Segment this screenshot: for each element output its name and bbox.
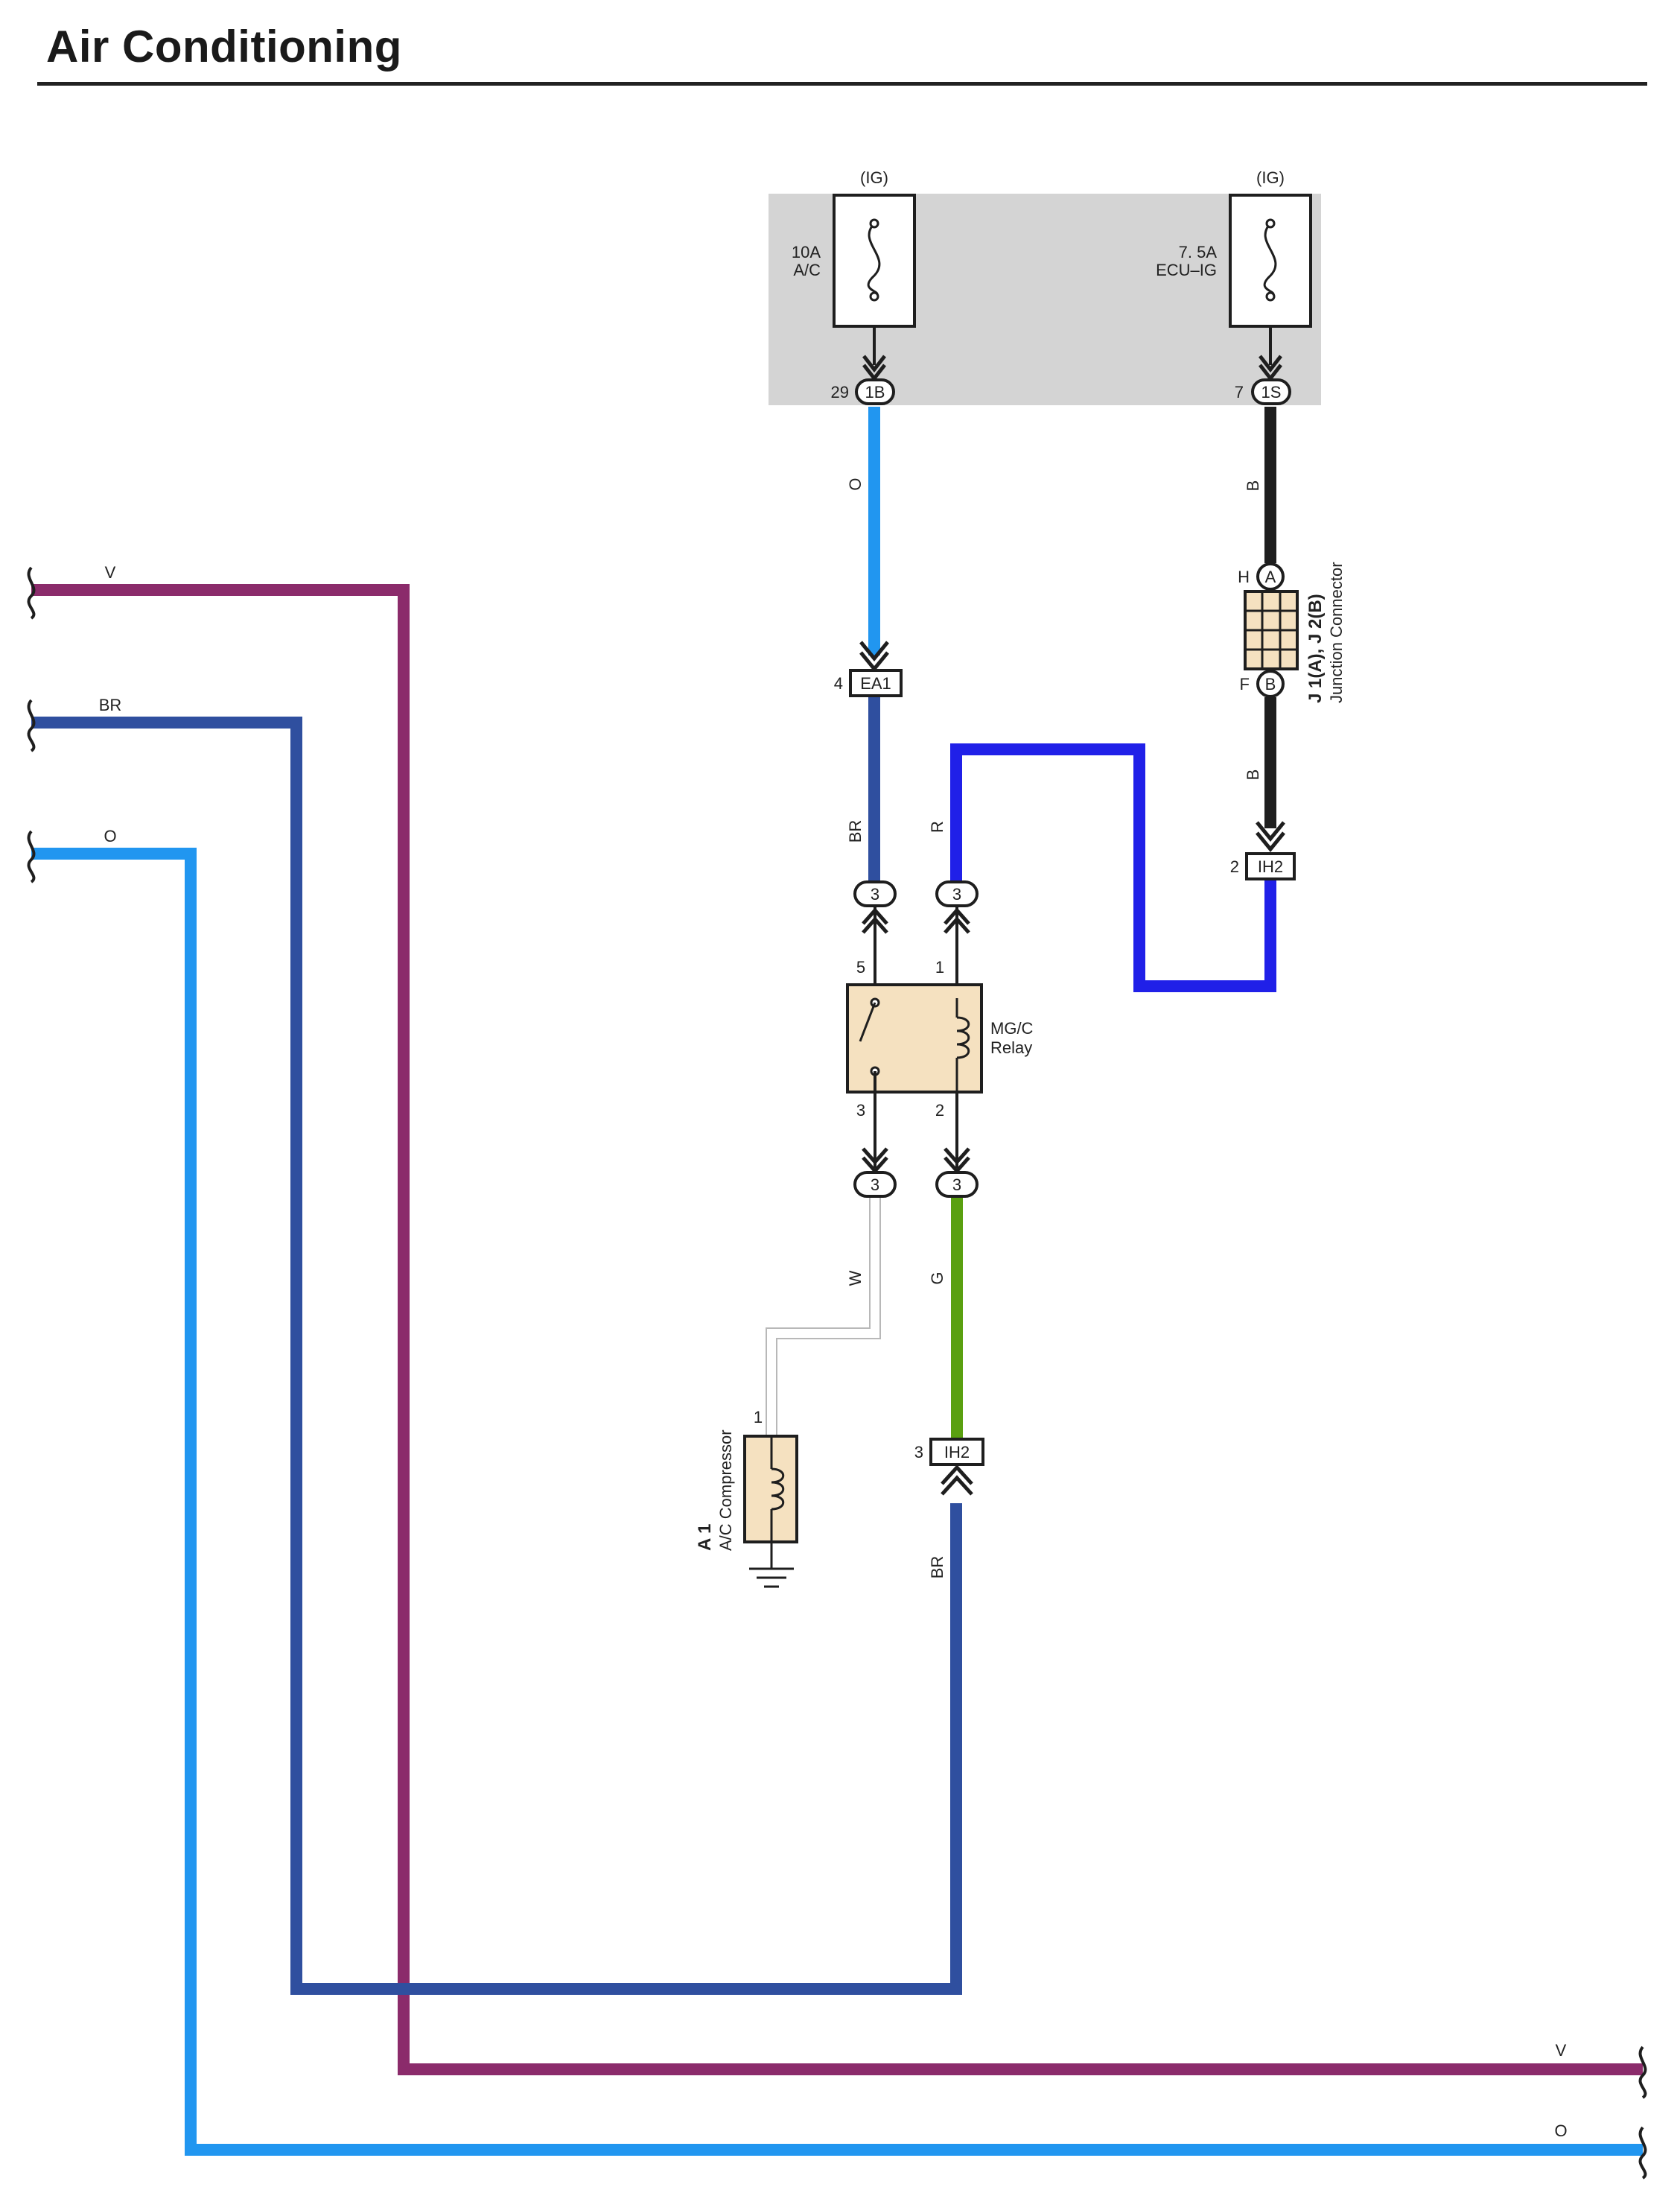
relay-output-connector-3-label: 3 bbox=[871, 1175, 879, 1194]
relay-output-connector-2 bbox=[935, 1171, 979, 1198]
connector-ih2-top bbox=[1245, 852, 1296, 880]
compressor-name: A/C Compressor bbox=[716, 1429, 735, 1551]
wire-br-relay-label: BR bbox=[846, 820, 865, 843]
fuse-ac bbox=[833, 194, 916, 382]
page-title: Air Conditioning bbox=[46, 22, 402, 72]
wire-v-long bbox=[31, 584, 1643, 2075]
compressor-id: A 1 bbox=[695, 1524, 715, 1551]
label-left-v: V bbox=[105, 563, 116, 582]
wire-w-comp-inner bbox=[767, 1198, 879, 1435]
fuse-ac-name: A/C bbox=[793, 261, 821, 279]
junction-pin-b: B bbox=[1265, 675, 1276, 694]
connector-ih2-bottom-pin: 3 bbox=[914, 1443, 923, 1461]
connector-1s-label: 1S bbox=[1261, 383, 1282, 402]
junction-connector bbox=[1244, 562, 1299, 698]
label-right-o: O bbox=[1554, 2121, 1567, 2140]
break-left-o bbox=[27, 830, 36, 883]
connector-ih2-bottom bbox=[929, 1438, 984, 1466]
relay-input-connector-1-label: 3 bbox=[952, 885, 961, 904]
relay-name-line1: MG/C bbox=[990, 1019, 1034, 1038]
wire-r-relay-label: R bbox=[928, 821, 946, 833]
connector-ih2-bottom-label: IH2 bbox=[944, 1443, 970, 1461]
fuse-ecu-rating: 7. 5A bbox=[1179, 243, 1218, 261]
relay-input-connector-5 bbox=[853, 880, 897, 907]
relay-output-connector-2-label: 3 bbox=[952, 1175, 961, 1194]
label-left-o: O bbox=[104, 827, 116, 845]
relay-name-line2: Relay bbox=[990, 1038, 1032, 1057]
relay-pin-1: 1 bbox=[935, 958, 944, 977]
wire-g-relay-label: G bbox=[928, 1272, 946, 1284]
relay-input-connector-5-label: 3 bbox=[871, 885, 879, 904]
ac-compressor bbox=[743, 1435, 798, 1543]
junction-pin-a: A bbox=[1265, 568, 1276, 586]
label-right-v: V bbox=[1556, 2041, 1567, 2060]
break-right-v bbox=[1638, 2045, 1647, 2099]
compressor-pin: 1 bbox=[754, 1408, 763, 1426]
connector-ea1 bbox=[849, 669, 903, 697]
fuse-ecu-name: ECU–IG bbox=[1156, 261, 1217, 279]
wire-w-comp bbox=[766, 1198, 881, 1435]
connector-1b-label: 1B bbox=[865, 383, 885, 402]
connector-ea1-pin: 4 bbox=[834, 674, 843, 693]
break-right-o bbox=[1638, 2126, 1647, 2180]
arrow-ih2-top bbox=[1256, 821, 1285, 852]
fuse-ecu-supply: (IG) bbox=[1256, 168, 1285, 187]
wire-br-long bbox=[31, 717, 962, 1995]
junction-id: J 1(A), J 2(B) bbox=[1305, 594, 1326, 703]
junction-pin-b-label: F bbox=[1240, 675, 1250, 694]
relay-arrow-5 bbox=[862, 907, 888, 934]
wire-o-long bbox=[31, 848, 1643, 2156]
relay-pin-5: 5 bbox=[856, 958, 865, 977]
fuse-ac-supply: (IG) bbox=[860, 168, 888, 187]
wire-b-top-label: B bbox=[1244, 480, 1262, 492]
wire-o-top-label: O bbox=[846, 477, 865, 490]
break-left-br bbox=[27, 699, 36, 752]
connector-1b-pin: 29 bbox=[831, 383, 849, 402]
relay-output-connector-3 bbox=[853, 1171, 897, 1198]
fuse-ac-rating: 10A bbox=[792, 243, 821, 261]
mgc-relay bbox=[846, 983, 983, 1094]
connector-1b bbox=[855, 378, 895, 405]
connector-ih2-top-label: IH2 bbox=[1258, 857, 1283, 876]
fuse-ecu-ig bbox=[1229, 194, 1312, 382]
connector-1s-pin: 7 bbox=[1235, 383, 1244, 402]
junction-pin-a-label: H bbox=[1238, 568, 1250, 586]
arrow-ih2-bottom bbox=[941, 1464, 973, 1496]
break-left-v bbox=[27, 566, 36, 620]
relay-pin-2: 2 bbox=[935, 1101, 944, 1120]
connector-ih2-top-pin: 2 bbox=[1230, 857, 1239, 876]
connector-1s bbox=[1251, 378, 1291, 405]
relay-pin-3: 3 bbox=[856, 1101, 865, 1120]
ground-icon bbox=[749, 1542, 794, 1588]
wire-b-mid-label: B bbox=[1244, 769, 1262, 781]
label-left-br: BR bbox=[99, 696, 122, 714]
relay-arrow-1 bbox=[944, 907, 970, 934]
connector-ea1-label: EA1 bbox=[860, 674, 891, 693]
wire-br-bottom-label: BR bbox=[928, 1556, 946, 1579]
wire-r-relay bbox=[950, 743, 1276, 992]
junction-name: Junction Connector bbox=[1327, 562, 1346, 703]
relay-input-connector-1 bbox=[935, 880, 979, 907]
wire-w-comp-label: W bbox=[846, 1270, 865, 1286]
title-rule bbox=[37, 82, 1647, 86]
